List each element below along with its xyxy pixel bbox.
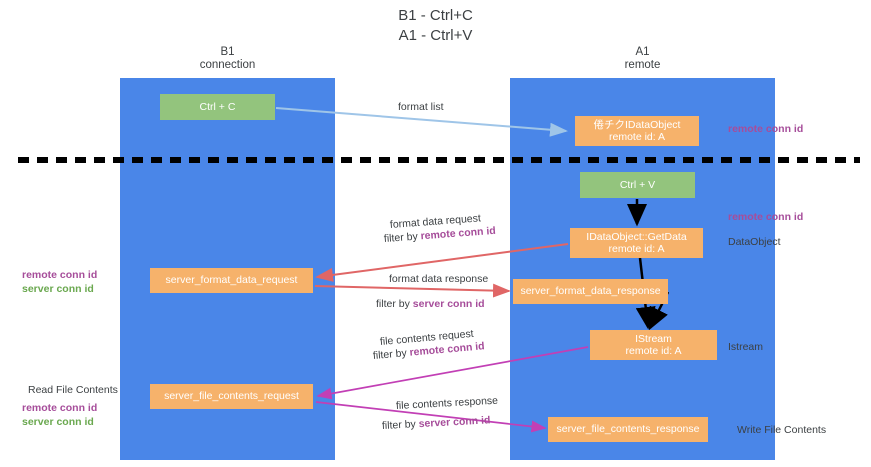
node-idataobject[interactable]: 倦チクIDataObject remote id: A bbox=[575, 116, 699, 146]
lane-a1-header: A1 remote bbox=[624, 46, 661, 71]
annotation-dataobject: DataObject bbox=[728, 236, 781, 248]
node-ctrl-v[interactable]: Ctrl + V bbox=[580, 172, 695, 198]
edge-format-data-response bbox=[314, 283, 511, 298]
node-server-file-contents-response-label: server_file_contents_response bbox=[556, 423, 700, 436]
node-ctrl-v-label: Ctrl + V bbox=[619, 178, 656, 191]
annotation-read-file-contents: Read File Contents bbox=[28, 384, 118, 396]
filter-prefix: filter by bbox=[383, 230, 422, 245]
filter-key-server-conn-id: server conn id bbox=[418, 414, 491, 431]
edge-label-format-data-response: format data response bbox=[389, 273, 489, 285]
node-server-format-data-request[interactable]: server_format_data_request bbox=[150, 268, 313, 293]
annotation-remote-conn-id-2: remote conn id bbox=[22, 402, 98, 414]
node-server-format-data-request-label: server_format_data_request bbox=[165, 274, 298, 287]
node-ctrl-c-label: Ctrl + C bbox=[199, 100, 236, 113]
annotation-server-conn-id-1: server conn id bbox=[22, 283, 94, 295]
node-istream[interactable]: IStream remote id: A bbox=[590, 330, 717, 360]
edge-label-format-list: format list bbox=[398, 101, 444, 113]
node-server-format-data-response[interactable]: server_format_data_response bbox=[513, 279, 668, 304]
lane-b1-header: B1 connection bbox=[199, 46, 256, 71]
annotation-left-conn-ids-lower: remote conn id server conn id bbox=[22, 401, 97, 429]
annotation-remote-conn-id-top: remote conn id bbox=[728, 123, 804, 135]
node-server-file-contents-response[interactable]: server_file_contents_response bbox=[548, 417, 708, 442]
annotation-server-conn-id-2: server conn id bbox=[22, 416, 94, 428]
node-idataobject-sublabel: remote id: A bbox=[608, 131, 666, 143]
filter-prefix: filter by bbox=[376, 298, 413, 310]
annotation-left-conn-ids-upper: remote conn id server conn id bbox=[22, 268, 97, 296]
filter-prefix: filter by bbox=[372, 346, 411, 362]
node-server-file-contents-request[interactable]: server_file_contents_request bbox=[150, 384, 313, 409]
filter-prefix: filter by bbox=[381, 418, 420, 432]
node-istream-sublabel: remote id: A bbox=[625, 345, 682, 357]
annotation-remote-conn-id-1: remote conn id bbox=[22, 269, 98, 281]
edge-label-file-contents-response-filter: filter by server conn id bbox=[382, 414, 491, 433]
node-server-file-contents-request-label: server_file_contents_request bbox=[164, 390, 299, 403]
node-idataobject-label: 倦チクIDataObject bbox=[593, 118, 681, 131]
node-server-format-data-response-label: server_format_data_response bbox=[520, 285, 661, 298]
annotation-write-file-contents: Write File Contents bbox=[737, 424, 827, 436]
node-getdata-sublabel: remote id: A bbox=[608, 243, 665, 255]
annotation-remote-conn-id-mid: remote conn id bbox=[728, 211, 804, 223]
annotation-istream: Istream bbox=[728, 341, 764, 353]
page-title: B1 - Ctrl+C A1 - Ctrl+V bbox=[398, 7, 473, 44]
node-idataobject-getdata[interactable]: IDataObject::GetData remote id: A bbox=[570, 228, 703, 258]
edge-label-format-data-response-filter: filter by server conn id bbox=[376, 298, 485, 311]
filter-key-server-conn-id: server conn id bbox=[412, 298, 485, 310]
edge-label-file-contents-response: file contents response bbox=[395, 394, 499, 412]
node-getdata-label: IDataObject::GetData bbox=[586, 230, 687, 243]
node-ctrl-c[interactable]: Ctrl + C bbox=[160, 94, 275, 120]
node-istream-label: IStream bbox=[635, 332, 672, 345]
